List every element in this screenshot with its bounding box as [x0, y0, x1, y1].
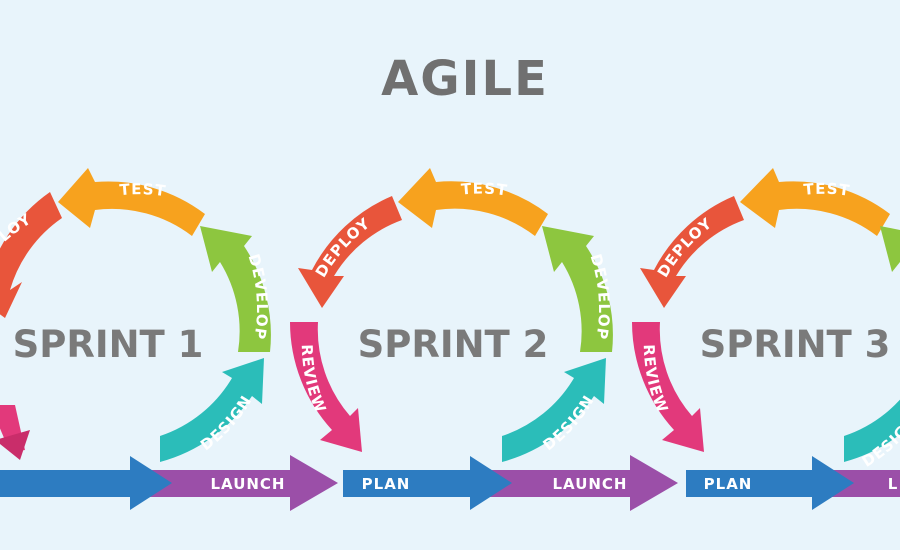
sprint-2-label: SPRINT 2 — [358, 323, 549, 366]
review-arrowhead-1 — [0, 430, 30, 460]
develop-arc-1 — [200, 226, 271, 352]
develop-arc-2 — [542, 226, 613, 352]
develop-arc-3 — [880, 226, 900, 272]
plan-arrow-1 — [0, 456, 172, 510]
sprint-2-cycle: TEST DEPLOY DEVELOP DESIGN REVIEW SPRINT… — [290, 168, 613, 462]
design-arc-3 — [844, 399, 900, 462]
plan-arrow-3 — [686, 456, 854, 510]
design-arc-1 — [160, 358, 264, 462]
deploy-arc-3 — [640, 196, 744, 308]
review-arc-3 — [632, 322, 704, 452]
launch-label-3: L — [888, 475, 899, 493]
design-arc-2 — [502, 358, 606, 462]
sprint-1-label: SPRINT 1 — [13, 323, 204, 366]
launch-label-1: LAUNCH — [210, 475, 285, 493]
test-arc-1 — [58, 168, 205, 236]
test-label-2: TEST — [460, 179, 508, 199]
sprint-1-cycle: TEST DEPLOY DEVELOP DESIGN SPRINT 1 — [0, 168, 271, 462]
deploy-label-3: DEPLOY — [654, 214, 716, 281]
review-arc-2 — [290, 322, 362, 452]
test-label-3: TEST — [803, 180, 851, 200]
sprint-3-label: SPRINT 3 — [700, 323, 891, 366]
deploy-arc-1 — [0, 192, 62, 318]
sprint-3-cycle: TEST DEPLOY DESIGN REVIEW SPRINT 3 — [632, 168, 900, 471]
test-label-1: TEST — [119, 180, 167, 200]
deploy-label-2: DEPLOY — [312, 214, 374, 281]
page-title: AGILE — [381, 51, 549, 107]
deploy-arc-2 — [298, 196, 402, 308]
plan-label-2: PLAN — [362, 475, 411, 493]
plan-arrow-2 — [343, 456, 512, 510]
plan-label-3: PLAN — [704, 475, 753, 493]
test-arc-3 — [740, 168, 890, 236]
test-arc-2 — [398, 168, 548, 236]
launch-label-2: LAUNCH — [552, 475, 627, 493]
